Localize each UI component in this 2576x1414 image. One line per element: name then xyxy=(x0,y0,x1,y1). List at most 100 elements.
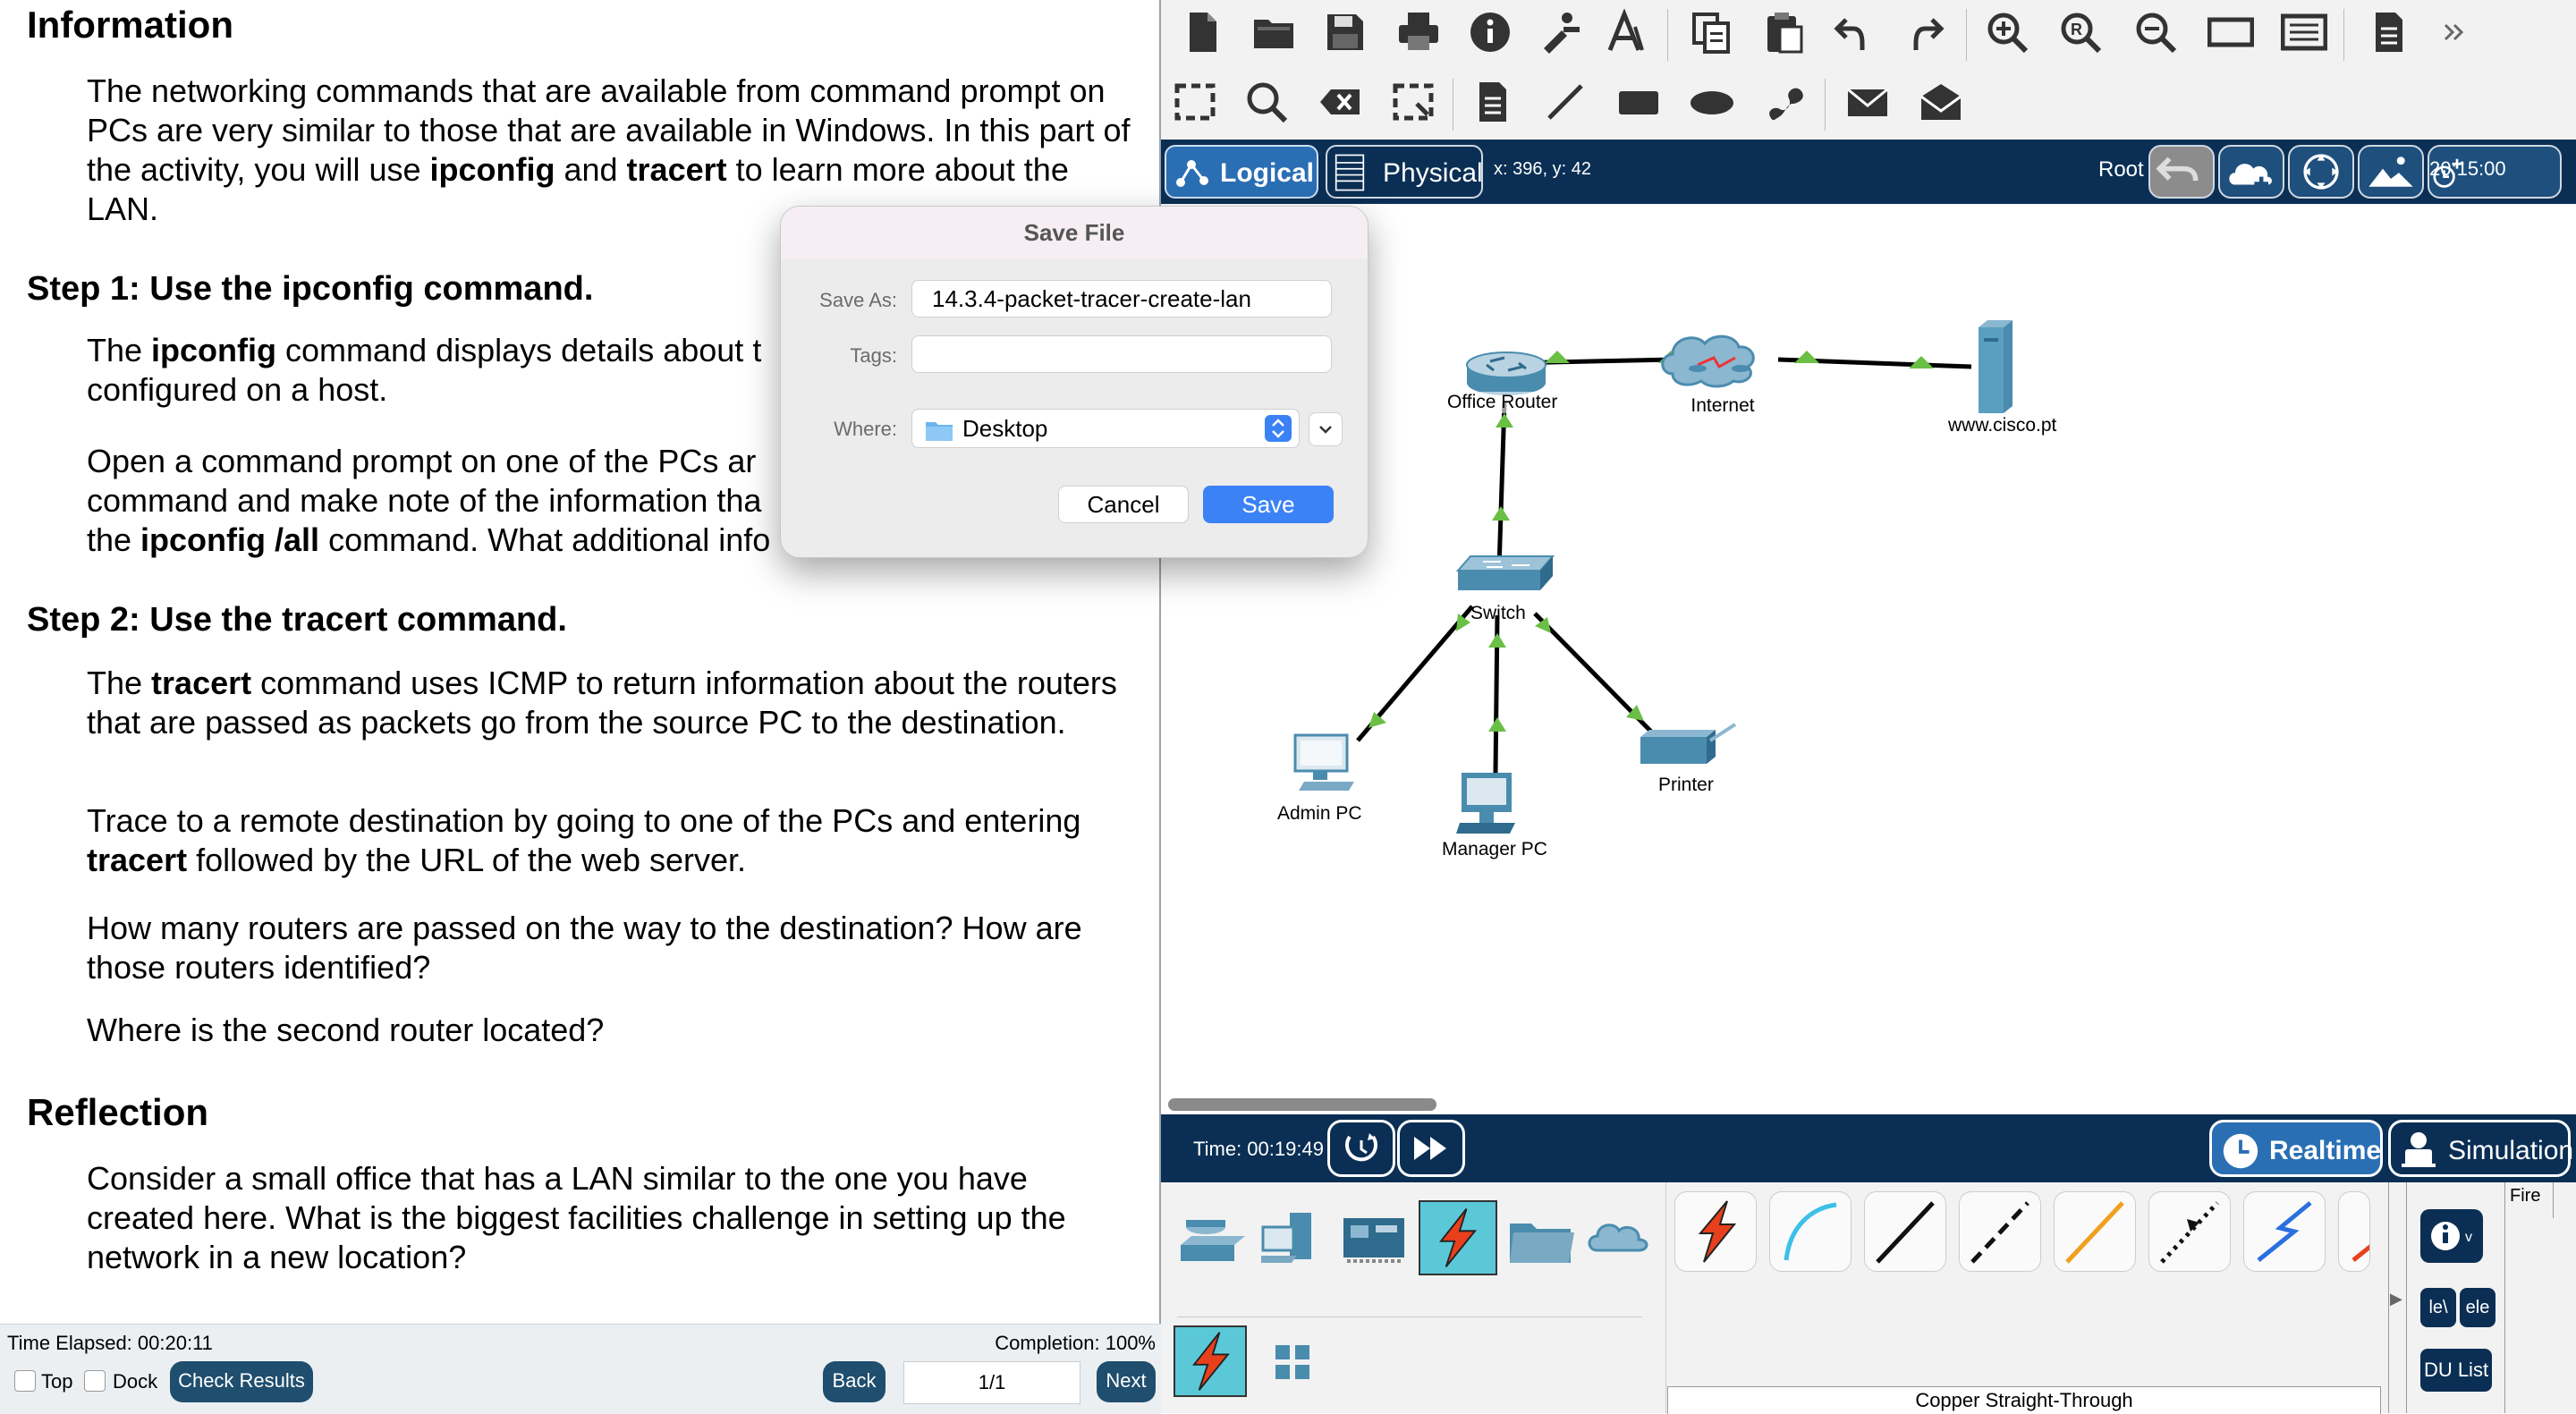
internet-cloud-icon[interactable] xyxy=(1661,334,1755,388)
copy-icon[interactable] xyxy=(1689,9,1735,55)
more-tools-chevron-icon[interactable] xyxy=(2431,9,2467,55)
copper-straight-through-icon[interactable] xyxy=(1864,1191,1946,1272)
delete-scenario-button[interactable]: ele xyxy=(2460,1288,2496,1327)
new-cluster-button[interactable] xyxy=(2218,145,2284,199)
cancel-button[interactable]: Cancel xyxy=(1058,486,1189,523)
top-checkbox[interactable] xyxy=(14,1370,36,1392)
fiber-cable-icon[interactable] xyxy=(2054,1191,2136,1272)
tags-input[interactable] xyxy=(911,335,1332,373)
multiuser-icon[interactable] xyxy=(1581,1200,1660,1275)
panel-divider xyxy=(2553,1182,2554,1218)
connections-grid-icon[interactable] xyxy=(1256,1325,1329,1397)
manager-pc-icon[interactable] xyxy=(1456,773,1515,834)
connections-icon[interactable] xyxy=(1419,1200,1497,1275)
delete-icon[interactable] xyxy=(1317,79,1363,125)
simulation-time: Time: 00:19:49 xyxy=(1193,1138,1324,1160)
move-object-button[interactable] xyxy=(2288,145,2354,199)
zoom-out-icon[interactable] xyxy=(2132,9,2179,55)
open-folder-icon[interactable] xyxy=(1250,9,1297,55)
physical-tab[interactable]: Physical xyxy=(1326,145,1483,199)
location-stepper-icon[interactable] xyxy=(1265,415,1292,442)
miscellaneous-icon[interactable] xyxy=(1501,1200,1580,1275)
set-background-button[interactable] xyxy=(2358,145,2424,199)
custom-device-icon[interactable] xyxy=(1605,8,1651,55)
viewport-clock-button[interactable] xyxy=(2428,145,2562,199)
add-complex-pdu-icon[interactable] xyxy=(1918,79,1964,125)
draw-freeform-icon[interactable] xyxy=(1762,79,1809,125)
resize-icon[interactable] xyxy=(1390,79,1436,125)
draw-line-icon[interactable] xyxy=(1542,79,1589,125)
save-icon[interactable] xyxy=(1322,9,1368,55)
logical-workspace[interactable]: Office Router Internet www.cisco.pt Swit… xyxy=(1161,204,2576,1114)
pdu-info-button[interactable]: v xyxy=(2420,1209,2483,1263)
step2-paragraph-2: Trace to a remote destination by going t… xyxy=(87,802,1081,878)
pdu-list-button[interactable]: DU List xyxy=(2420,1349,2492,1392)
print-icon[interactable] xyxy=(1395,9,1442,55)
device-type-panel: Copper Straight-Through ▶ v le\ ele DU L… xyxy=(1161,1182,2576,1414)
realtime-mode-button[interactable]: Realtime xyxy=(2209,1120,2383,1177)
note-icon[interactable] xyxy=(1469,79,1515,125)
viewport-icon[interactable] xyxy=(2365,9,2411,55)
panel-divider xyxy=(2406,1182,2407,1413)
next-button[interactable]: Next xyxy=(1097,1361,1156,1402)
dock-checkbox[interactable] xyxy=(84,1370,106,1392)
dock-checkbox-label: Dock xyxy=(113,1370,158,1393)
save-button[interactable]: Save xyxy=(1203,486,1334,523)
save-as-input[interactable]: 14.3.4-packet-tracer-create-lan xyxy=(911,280,1332,318)
network-devices-icon[interactable] xyxy=(1174,1200,1252,1275)
check-results-button[interactable]: Check Results xyxy=(170,1361,313,1402)
step1-paragraph-2: Open a command prompt on one of the PCs … xyxy=(87,443,771,558)
back-navigation-button[interactable] xyxy=(2148,145,2215,199)
copper-cross-over-icon[interactable] xyxy=(1959,1191,2041,1272)
serial-cable-dte-icon[interactable] xyxy=(2338,1191,2370,1272)
fast-forward-button[interactable] xyxy=(1397,1120,1465,1177)
new-scenario-button[interactable]: le\ xyxy=(2420,1288,2456,1327)
where-location-select[interactable]: Desktop xyxy=(911,409,1300,448)
activity-wizard-icon[interactable] xyxy=(1537,9,1583,55)
printer-icon[interactable] xyxy=(1640,723,1737,764)
folder-icon xyxy=(926,422,953,441)
dialog-title: Save File xyxy=(781,207,1368,258)
web-server-icon[interactable] xyxy=(1979,320,2012,413)
draw-ellipse-icon[interactable] xyxy=(1689,79,1735,125)
custom-device-dialog-icon[interactable] xyxy=(2280,9,2328,55)
logical-tab[interactable]: Logical xyxy=(1165,145,1318,199)
info-icon[interactable] xyxy=(1467,9,1513,55)
logical-view-icon xyxy=(1176,160,1208,187)
zoom-in-icon[interactable] xyxy=(1984,9,2030,55)
add-simple-pdu-icon[interactable] xyxy=(1844,79,1891,125)
paste-icon[interactable] xyxy=(1760,9,1807,55)
switch-icon[interactable] xyxy=(1455,555,1555,590)
serial-cable-icon[interactable] xyxy=(2243,1191,2326,1272)
draw-rectangle-icon[interactable] xyxy=(1615,79,1662,125)
zoom-reset-icon[interactable]: R xyxy=(2057,9,2104,55)
save-file-dialog: Save File Save As: 14.3.4-packet-tracer-… xyxy=(780,206,1368,558)
main-toolbar: R xyxy=(1161,0,2576,68)
end-devices-icon[interactable] xyxy=(1254,1200,1333,1275)
expand-dialog-button[interactable] xyxy=(1309,412,1343,446)
components-icon[interactable] xyxy=(1335,1200,1413,1275)
redo-icon[interactable] xyxy=(1902,9,1948,55)
toolbar-separator xyxy=(1966,9,1967,61)
phone-cable-icon[interactable] xyxy=(2148,1191,2231,1272)
pdu-info-icon: v xyxy=(2431,1222,2472,1250)
power-cycle-button[interactable] xyxy=(1327,1120,1395,1177)
new-file-icon[interactable] xyxy=(1179,9,1225,55)
horizontal-scrollbar[interactable] xyxy=(1168,1098,1436,1111)
back-button[interactable]: Back xyxy=(823,1361,886,1402)
selected-connection-type-icon[interactable] xyxy=(1174,1325,1247,1397)
console-cable-icon[interactable] xyxy=(1769,1191,1852,1272)
simulation-mode-button[interactable]: Simulation xyxy=(2388,1120,2573,1177)
inspect-icon[interactable] xyxy=(1243,79,1290,125)
office-router-icon[interactable] xyxy=(1466,351,1546,395)
link-status-lights xyxy=(1368,351,1934,732)
admin-pc-icon[interactable] xyxy=(1293,733,1354,791)
physical-tab-label: Physical xyxy=(1383,158,1483,188)
expand-arrow-icon[interactable]: ▶ xyxy=(2390,1290,2402,1308)
drawing-palette-icon[interactable] xyxy=(2207,9,2255,55)
undo-icon[interactable] xyxy=(1830,9,1877,55)
select-icon[interactable] xyxy=(1172,79,1218,125)
workspace-view-bar: Logical Physical x: 396, y: 42 Root 20:1… xyxy=(1161,140,2576,204)
automatic-cable-icon[interactable] xyxy=(1674,1191,1757,1272)
physical-view-icon xyxy=(1335,154,1365,191)
